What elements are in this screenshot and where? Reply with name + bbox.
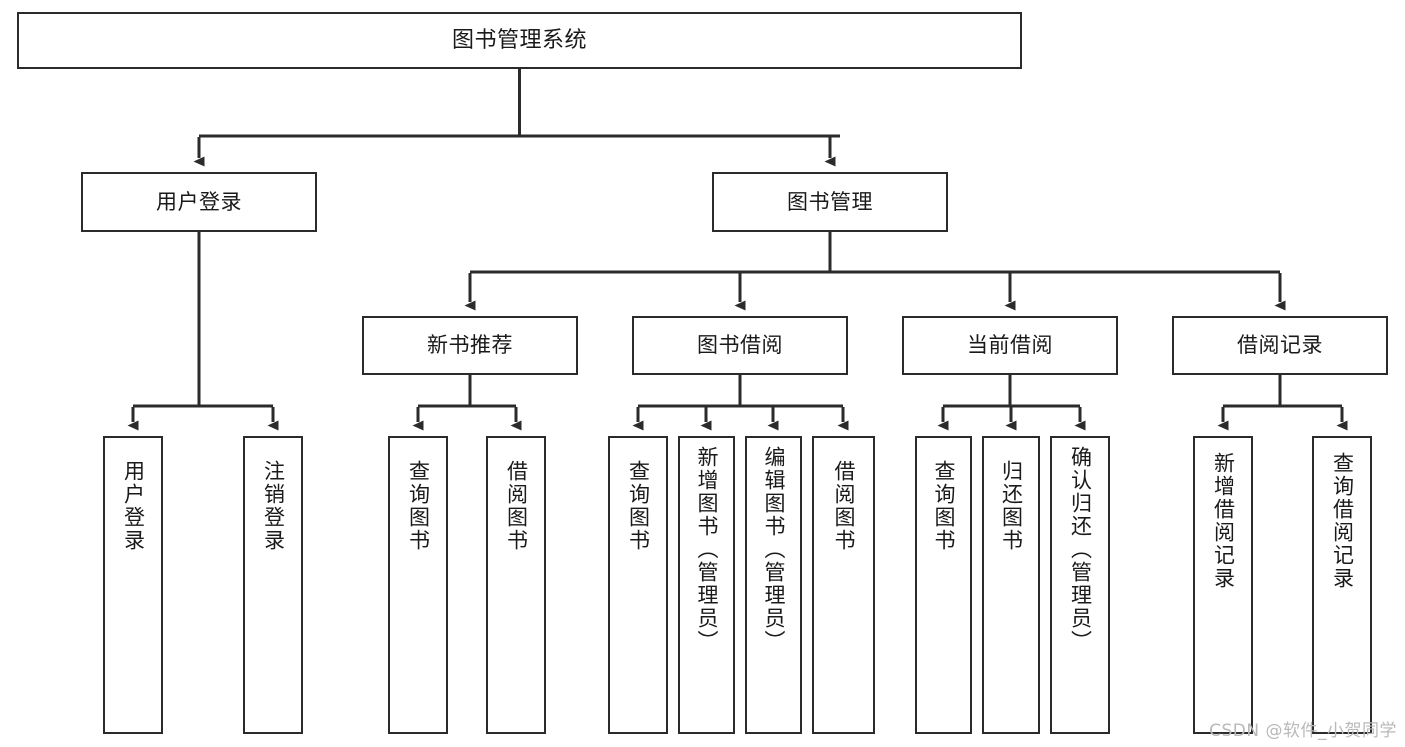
node-book-borrow-label: 图书借阅	[697, 333, 783, 358]
node-root[interactable]: 图书管理系统	[17, 12, 1022, 69]
node-user-login[interactable]: 用户登录	[81, 172, 317, 232]
leaf-add-borrow-record-label: 新增借阅记录	[1211, 452, 1236, 590]
leaf-confirm-return-admin-label: 确认归还（管理员）	[1068, 446, 1093, 653]
node-current-borrow-label: 当前借阅	[967, 333, 1053, 358]
leaf-return-book[interactable]: 归还图书	[982, 436, 1040, 734]
node-new-book-recommend-label: 新书推荐	[427, 333, 513, 358]
node-book-management-label: 图书管理	[787, 189, 873, 214]
leaf-add-book-admin[interactable]: 新增图书（管理员）	[678, 436, 735, 734]
node-borrow-record[interactable]: 借阅记录	[1172, 316, 1388, 375]
leaf-query-book-borrow[interactable]: 查询图书	[608, 436, 668, 734]
leaf-return-book-label: 归还图书	[999, 460, 1024, 552]
leaf-add-book-admin-label: 新增图书（管理员）	[694, 446, 719, 653]
node-new-book-recommend[interactable]: 新书推荐	[362, 316, 578, 375]
leaf-add-borrow-record[interactable]: 新增借阅记录	[1193, 436, 1253, 734]
leaf-user-logout[interactable]: 注销登录	[243, 436, 303, 734]
leaf-edit-book-admin-label: 编辑图书（管理员）	[761, 446, 786, 653]
leaf-query-book-current-label: 查询图书	[931, 460, 956, 552]
leaf-borrow-book-recommend-label: 借阅图书	[504, 460, 529, 552]
leaf-query-book-borrow-label: 查询图书	[626, 460, 651, 552]
leaf-query-book-recommend[interactable]: 查询图书	[388, 436, 448, 734]
node-root-label: 图书管理系统	[451, 27, 587, 53]
node-current-borrow[interactable]: 当前借阅	[902, 316, 1118, 375]
leaf-query-borrow-record[interactable]: 查询借阅记录	[1312, 436, 1372, 734]
node-user-login-label: 用户登录	[156, 189, 242, 214]
leaf-user-login[interactable]: 用户登录	[103, 436, 163, 734]
leaf-edit-book-admin[interactable]: 编辑图书（管理员）	[745, 436, 802, 734]
leaf-borrow-book-label: 借阅图书	[831, 460, 856, 552]
leaf-borrow-book-recommend[interactable]: 借阅图书	[486, 436, 546, 734]
node-book-management[interactable]: 图书管理	[712, 172, 948, 232]
leaf-confirm-return-admin[interactable]: 确认归还（管理员）	[1050, 436, 1110, 734]
leaf-user-login-label: 用户登录	[121, 460, 146, 552]
node-book-borrow[interactable]: 图书借阅	[632, 316, 848, 375]
leaf-query-borrow-record-label: 查询借阅记录	[1330, 452, 1355, 590]
leaf-borrow-book[interactable]: 借阅图书	[812, 436, 875, 734]
node-borrow-record-label: 借阅记录	[1237, 333, 1323, 358]
leaf-query-book-current[interactable]: 查询图书	[915, 436, 972, 734]
csdn-watermark: CSDN @软件_小贺同学	[1209, 721, 1397, 741]
leaf-user-logout-label: 注销登录	[261, 460, 286, 552]
leaf-query-book-recommend-label: 查询图书	[406, 460, 431, 552]
